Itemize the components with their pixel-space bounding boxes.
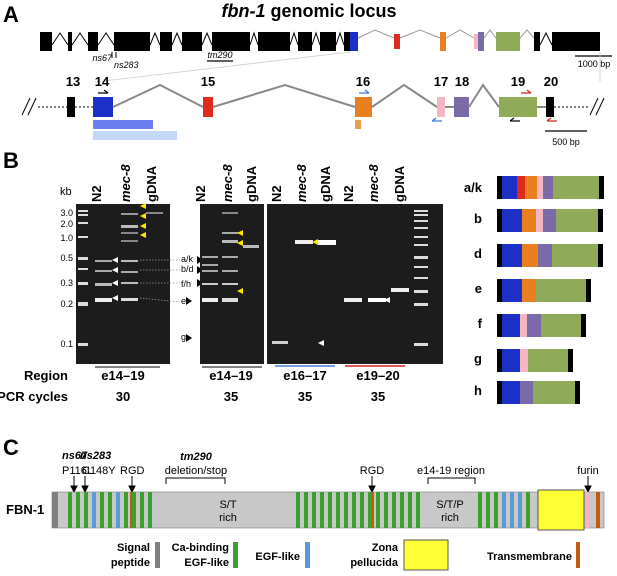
svg-text:mec-8: mec-8 [220,164,235,202]
svg-text:pellucida: pellucida [350,557,399,569]
exon-20-label: 20 [544,74,558,89]
svg-text:furin: furin [577,465,598,477]
ladder-labels: 3.0 2.0 1.0 0.5 0.3 0.2 0.1 [60,208,73,349]
scalebar-bottom-label: 500 bp [552,137,580,147]
svg-text:ns67: ns67 [62,450,88,462]
svg-text:b/d: b/d [181,264,194,274]
svg-text:35: 35 [224,389,238,404]
svg-text:PCR cycles: PCR cycles [0,389,68,404]
svg-text:1.0: 1.0 [60,233,73,243]
svg-text:e: e [181,296,186,306]
svg-text:N2: N2 [269,185,284,202]
exon-17-label: 17 [434,74,448,89]
gel-table: Region PCR cycles e14–19 e14–19 e16–17 e… [0,366,400,404]
exon-16-label: 16 [356,74,370,89]
svg-text:0.2: 0.2 [60,299,73,309]
panel-a-label: A [3,2,19,27]
svg-text:P116L: P116L [62,465,93,477]
band-labels: a/k b/d f/h e g [181,254,203,342]
svg-text:e16–17: e16–17 [283,368,326,383]
gel-2 [200,204,264,364]
svg-text:e19–20: e19–20 [356,368,399,383]
svg-text:e: e [475,281,482,296]
svg-text:Zona: Zona [372,542,399,554]
svg-text:mec-8: mec-8 [294,164,309,202]
exon-15-label: 15 [201,74,215,89]
svg-text:3.0: 3.0 [60,208,73,218]
scalebar-top-label: 1000 bp [578,59,611,69]
svg-text:N2: N2 [89,185,104,202]
svg-text:f/h: f/h [181,279,191,289]
mutation-ns67-label: ns67 [92,53,113,63]
svg-text:e14-19 region: e14-19 region [417,465,485,477]
svg-text:gDNA: gDNA [392,165,407,202]
svg-text:gDNA: gDNA [318,165,333,202]
svg-text:g: g [181,332,186,342]
svg-text:N2: N2 [341,185,356,202]
svg-text:Ca-binding: Ca-binding [172,542,229,554]
svg-text:h: h [474,383,482,398]
panel-b-label: B [3,148,19,173]
exon-19-label: 19 [511,74,525,89]
kb-label: kb [60,186,72,198]
svg-text:tm290: tm290 [180,451,213,463]
svg-text:a/k: a/k [464,180,483,195]
svg-text:S/T/P: S/T/P [436,499,464,511]
svg-text:N2: N2 [193,185,208,202]
protein-annotations: ns67 ns283 P116L C148Y RGD tm290 deletio… [62,450,599,494]
fbn1-protein: S/T rich S/T/P rich [51,489,605,531]
svg-text:b: b [474,211,482,226]
svg-text:ns283: ns283 [80,450,111,462]
svg-text:g: g [474,351,482,366]
svg-text:mec-8: mec-8 [366,164,381,202]
svg-text:a/k: a/k [181,254,194,264]
gel-3 [267,204,443,367]
svg-text:deletion/stop: deletion/stop [165,465,227,477]
svg-text:EGF-like: EGF-like [184,557,229,569]
svg-text:C148Y: C148Y [82,465,116,477]
exon-13-label: 13 [66,74,80,89]
gel-1 [76,203,181,364]
exon-14-label: 14 [95,74,110,89]
svg-text:e14–19: e14–19 [101,368,144,383]
exon-zoom: 13 14 15 16 17 18 19 20 500 bp [21,74,605,147]
svg-text:f: f [478,316,483,331]
svg-text:gDNA: gDNA [244,165,259,202]
svg-text:2.0: 2.0 [60,219,73,229]
svg-text:30: 30 [116,389,130,404]
svg-text:Region: Region [24,368,68,383]
genomic-locus: ns67 ns283 tm290 1000 bp [40,29,612,83]
panel-a-title: fbn-1 genomic locus [221,1,396,21]
svg-text:0.3: 0.3 [60,278,73,288]
svg-text:RGD: RGD [120,465,145,477]
svg-text:mec-8: mec-8 [118,164,133,202]
legend: Signal peptide Ca-binding EGF-like EGF-l… [111,539,580,571]
mutation-tm290-label: tm290 [207,50,232,60]
mutation-ns283-label: ns283 [114,60,139,70]
svg-text:S/T: S/T [219,499,236,511]
protein-name: FBN-1 [6,502,44,517]
svg-text:Transmembrane: Transmembrane [487,551,572,563]
svg-text:Signal: Signal [117,542,150,554]
svg-text:rich: rich [219,512,237,524]
svg-text:35: 35 [371,389,385,404]
exon-18-label: 18 [455,74,469,89]
svg-text:EGF-like: EGF-like [255,551,300,563]
svg-text:d: d [474,246,482,261]
panel-c-label: C [3,435,19,460]
svg-text:rich: rich [441,512,459,524]
svg-text:0.5: 0.5 [60,253,73,263]
svg-text:peptide: peptide [111,557,150,569]
svg-text:0.1: 0.1 [60,339,73,349]
svg-text:gDNA: gDNA [144,165,159,202]
svg-text:35: 35 [298,389,312,404]
svg-text:RGD: RGD [360,465,385,477]
isoform-diagrams: a/k b d e f g h [464,176,604,404]
svg-text:e14–19: e14–19 [209,368,252,383]
lane-headers: N2 mec-8 gDNA N2 mec-8 gDNA N2 mec-8 gDN… [89,164,407,202]
